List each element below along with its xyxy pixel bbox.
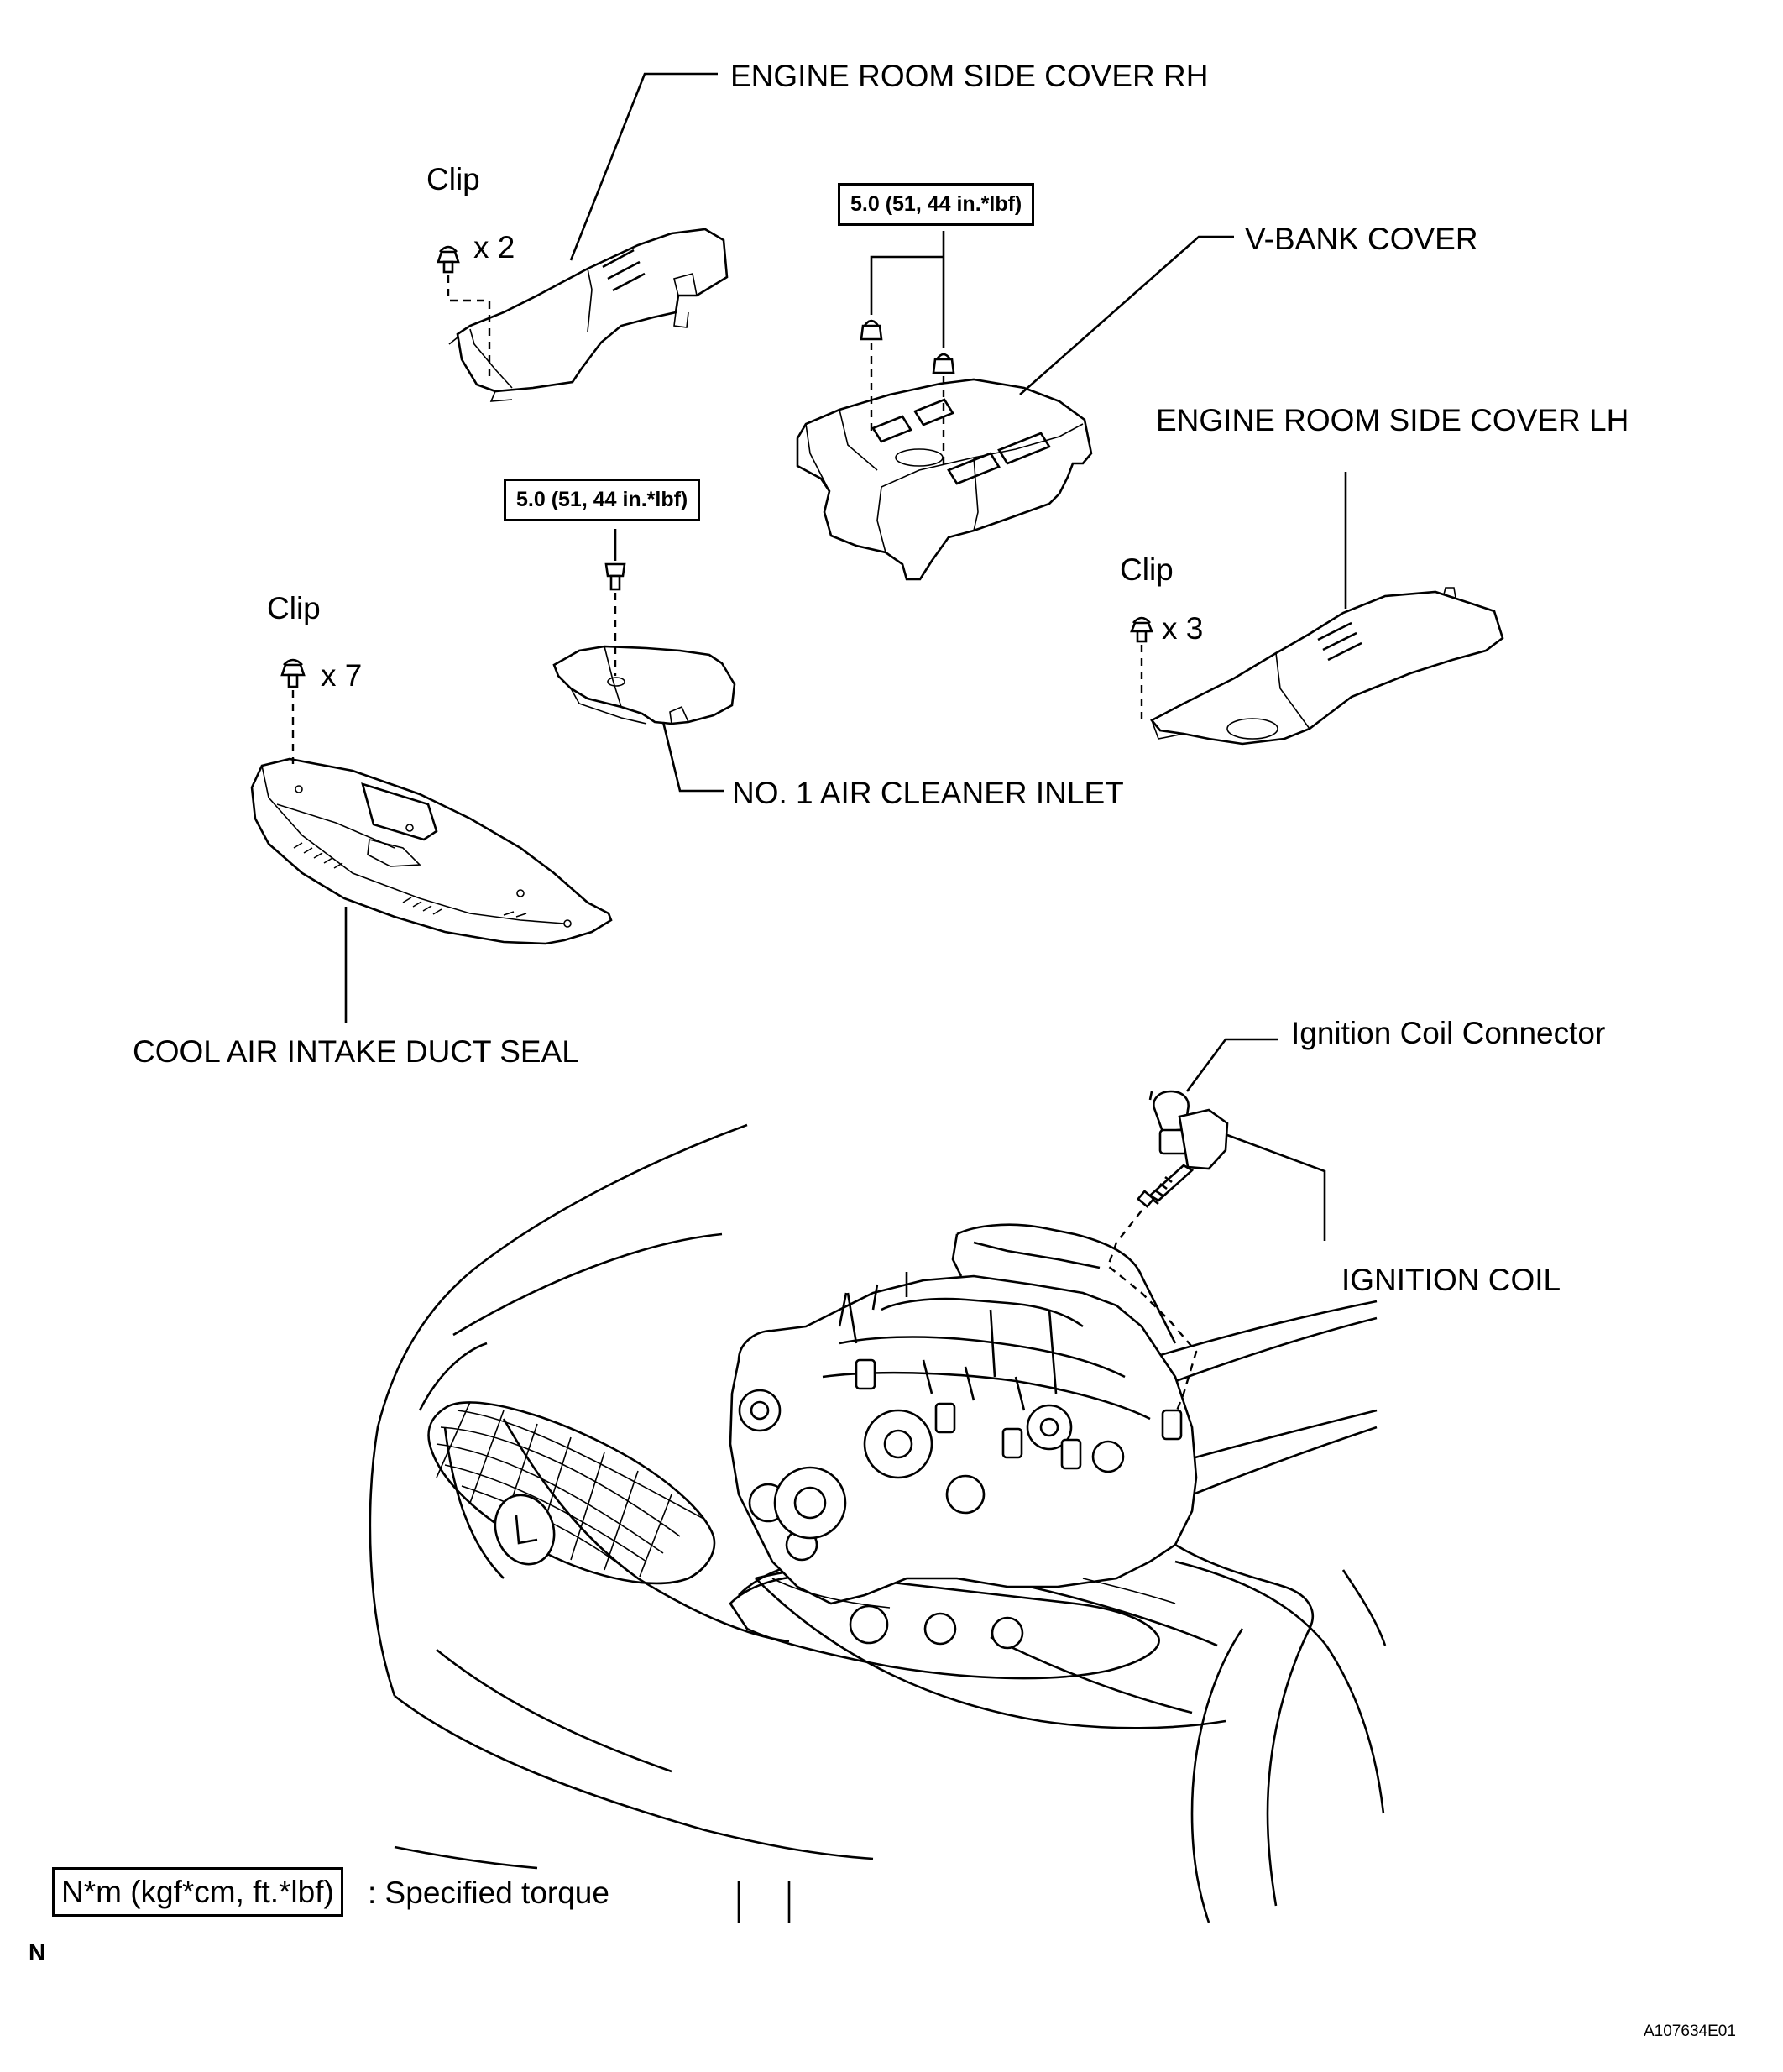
clip-icon <box>1130 616 1153 643</box>
clip-leader-rh <box>447 275 491 382</box>
ignition-coil <box>1136 1108 1229 1208</box>
clip-label-seal: Clip <box>267 591 321 625</box>
leader-v-bank-cover <box>1019 235 1234 395</box>
ignition-coil-connector <box>1148 1090 1190 1155</box>
clip-icon <box>437 245 460 274</box>
coil-install-path <box>1106 1210 1198 1415</box>
label-v-bank-cover: V-BANK COVER <box>1245 222 1478 256</box>
leader-ignition-coil-connector <box>1185 1038 1278 1092</box>
clip-icon <box>280 658 306 688</box>
label-ignition-coil: IGNITION COIL <box>1341 1263 1561 1297</box>
label-air-cleaner-inlet: NO. 1 AIR CLEANER INLET <box>732 776 1124 810</box>
clip-count-seal: x 7 <box>321 658 363 693</box>
no1-air-cleaner-inlet <box>552 645 736 725</box>
label-side-cover-rh: ENGINE ROOM SIDE COVER RH <box>730 59 1209 93</box>
leader-air-cleaner-inlet <box>661 721 724 793</box>
torque-bracket-vbank <box>870 231 945 348</box>
engine-assembly <box>729 1223 1315 1630</box>
torque-box-inlet: 5.0 (51, 44 in.*lbf) <box>504 479 701 521</box>
leader-side-cover-rh <box>569 72 718 261</box>
grille-texture <box>293 842 527 918</box>
front-grille <box>427 1401 716 1585</box>
vent-slots-lh <box>1317 621 1362 662</box>
vent-slots-vbank <box>871 398 1051 485</box>
label-cool-air-duct-seal: COOL AIR INTAKE DUCT SEAL <box>133 1034 579 1069</box>
clip-count-rh: x 2 <box>473 230 515 264</box>
torque-box-v-bank: 5.0 (51, 44 in.*lbf) <box>838 183 1035 226</box>
ignition-coils-installed <box>855 1358 1183 1470</box>
legend-unit-box: N*m (kgf*cm, ft.*lbf) <box>52 1867 343 1917</box>
nut-icon <box>932 353 955 374</box>
clip-count-lh: x 3 <box>1162 611 1204 646</box>
cool-air-intake-duct-seal <box>250 757 613 945</box>
lexus-emblem-icon <box>494 1494 556 1566</box>
engine-room-side-cover-lh <box>1149 587 1504 746</box>
vent-slots-rh <box>602 249 646 292</box>
label-ignition-coil-connector: Ignition Coil Connector <box>1291 1016 1606 1050</box>
clip-label-lh: Clip <box>1120 552 1174 587</box>
engine-room-side-cover-rh <box>448 228 729 402</box>
bolt-icon <box>604 562 626 591</box>
legend-description: : Specified torque <box>368 1876 609 1910</box>
clip-label-rh: Clip <box>426 162 480 196</box>
corner-mark: N <box>29 1939 46 1965</box>
figure-id: A107634E01 <box>1644 2022 1736 2040</box>
nut-icon <box>860 319 883 341</box>
label-side-cover-lh: ENGINE ROOM SIDE COVER LH <box>1156 403 1629 437</box>
leader-ignition-coil <box>1226 1133 1326 1241</box>
